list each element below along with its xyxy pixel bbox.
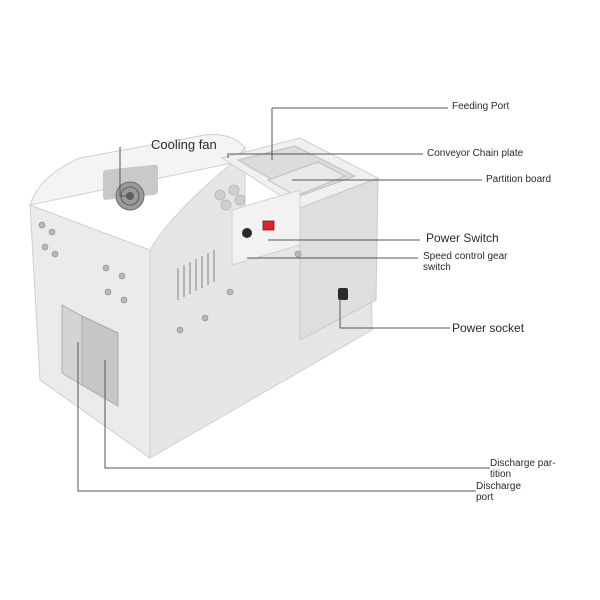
leader-cooling-fan [119, 147, 130, 197]
cooling-fan [103, 164, 158, 211]
label-speed-control-line2: switch [423, 262, 451, 273]
leader-discharge-partition [104, 360, 490, 469]
label-discharge-partition-line1: Discharge par- [490, 458, 556, 469]
label-speed-control-line1: Speed control gear [423, 251, 508, 262]
screws [38, 221, 302, 334]
label-conveyor-chain-plate: Conveyor Chain plate [427, 148, 524, 159]
power-switch-shape [262, 220, 275, 231]
label-discharge-port-line2: port [476, 492, 494, 503]
power-socket-shape [338, 288, 348, 300]
label-partition-board: Partition board [486, 174, 552, 185]
leader-conveyor [227, 153, 423, 158]
label-power-socket: Power socket [452, 321, 525, 335]
discharge-partition-shape [81, 315, 119, 407]
speed-control-knob [242, 228, 252, 238]
label-cooling-fan: Cooling fan [151, 137, 217, 152]
discharge-port-opening [61, 304, 83, 386]
leader-lines [77, 107, 490, 492]
leader-power-socket [339, 298, 450, 329]
right-side-face [299, 177, 379, 341]
vent-grill [177, 250, 215, 300]
label-discharge-port-line1: Discharge [476, 481, 522, 492]
label-discharge-partition-line2: tition [490, 469, 512, 480]
leader-discharge-port [77, 342, 476, 492]
label-power-switch: Power Switch [426, 231, 499, 245]
partition-board-shape [266, 161, 347, 197]
label-feeding-port: Feeding Port [452, 101, 510, 112]
conveyor-chain-detail [214, 184, 246, 211]
